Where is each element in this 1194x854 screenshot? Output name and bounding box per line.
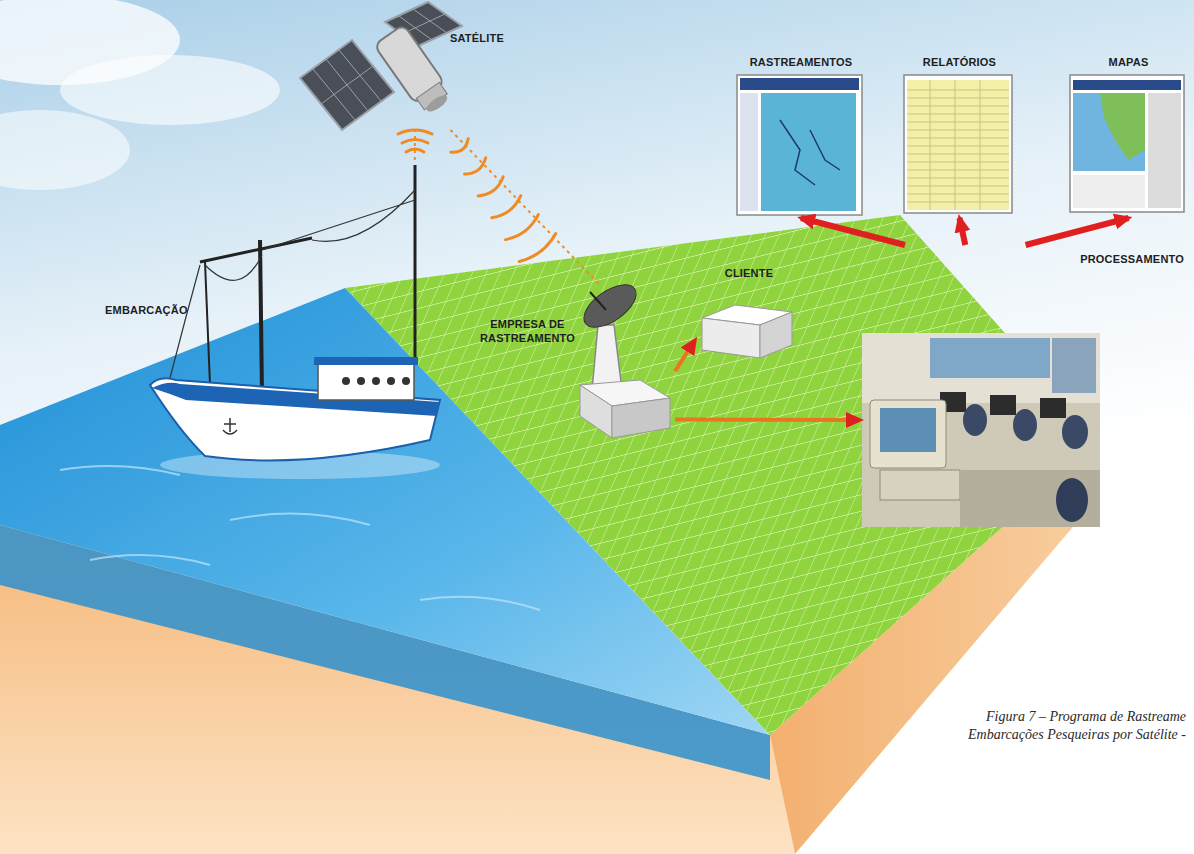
vessel-node: EMBARCAÇÃO (100, 160, 440, 465)
satellite-node: SATÉLITE (300, 0, 515, 130)
node-label: EMBARCAÇÃO (105, 303, 188, 317)
processing-node: PROCESSAMENTO (860, 245, 1186, 530)
node-label: CLIENTE (695, 266, 803, 280)
client-node: CLIENTE (695, 262, 803, 362)
fishing-vessel (150, 165, 440, 479)
node-label: RELATÓRIOS (899, 55, 1020, 69)
output-arrow (801, 218, 905, 245)
reports-screen-figure (904, 75, 1012, 213)
tracking-company-node: EMPRESA DE RASTREAMENTO (470, 285, 675, 445)
satellite-figure (300, 2, 462, 130)
tracking-screen-figure (737, 75, 862, 215)
signal-waves (398, 130, 556, 262)
maps-screen-figure (1070, 75, 1184, 212)
terrain-block (0, 215, 1100, 854)
signal-link (414, 130, 416, 160)
maps-screen: MAPAS (1065, 52, 1192, 218)
tracking-screen: RASTREAMENTOS (732, 52, 870, 218)
reports-screen: RELATÓRIOS (899, 52, 1020, 218)
node-label: RASTREAMENTOS (732, 55, 870, 69)
output-arrow (960, 218, 966, 245)
node-label: MAPAS (1065, 55, 1192, 69)
node-label: SATÉLITE (450, 31, 504, 45)
ground-station (577, 277, 670, 438)
figure-caption: Figura 7 – Programa de Rastreame Embarca… (924, 708, 1186, 744)
data-arrow (675, 340, 695, 371)
client-box (702, 305, 792, 358)
node-label: EMPRESA DE RASTREAMENTO (475, 317, 580, 345)
data-arrow (675, 417, 860, 422)
node-label: PROCESSAMENTO (858, 252, 1184, 266)
output-arrow (1026, 218, 1129, 245)
processing-photo (862, 333, 1100, 527)
signal-link (451, 130, 601, 285)
